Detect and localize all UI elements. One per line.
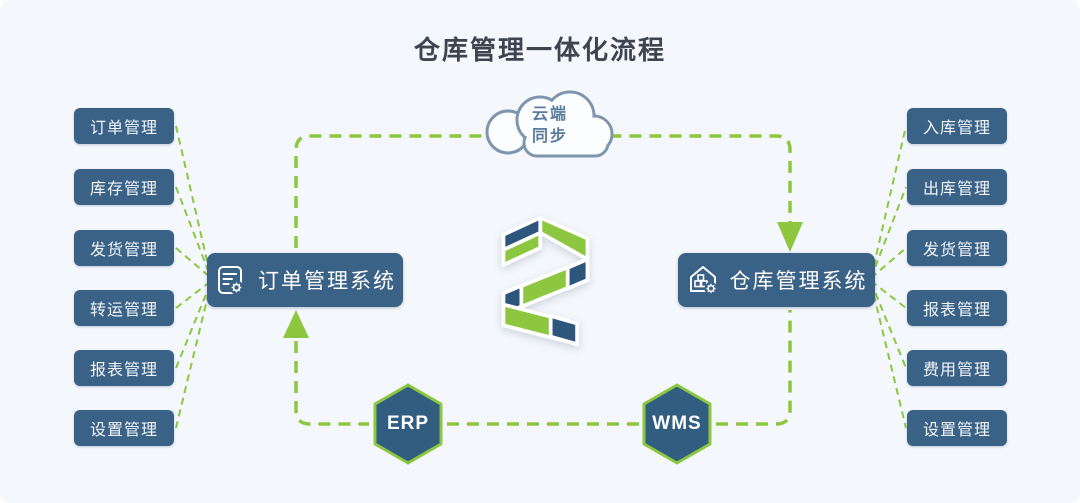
module-inventory-mgmt: 库存管理 xyxy=(74,169,174,205)
module-label: 费用管理 xyxy=(922,362,991,379)
hexagon-icon xyxy=(642,383,712,465)
document-gear-icon xyxy=(218,266,244,295)
cloud-label-line2: 同步 xyxy=(531,128,568,145)
warehouse-gear-icon xyxy=(689,266,717,295)
order-system-node: 订单管理系统 xyxy=(207,253,403,307)
module-label: 库存管理 xyxy=(89,181,158,198)
module-transfer-mgmt: 转运管理 xyxy=(74,290,174,326)
module-report-mgmt-left: 报表管理 xyxy=(74,350,174,386)
module-label: 设置管理 xyxy=(922,422,991,439)
warehouse-system-label: 仓库管理系统 xyxy=(729,270,868,293)
warehouse-system-node: 仓库管理系统 xyxy=(678,253,875,307)
hexagon-icon xyxy=(373,383,443,465)
module-inbound-mgmt: 入库管理 xyxy=(907,108,1007,144)
module-label: 订单管理 xyxy=(89,120,158,137)
module-settings-mgmt-left: 设置管理 xyxy=(74,410,174,446)
ribbon-s-logo-icon xyxy=(501,215,590,347)
wms-label: WMS xyxy=(652,413,702,434)
module-label: 发货管理 xyxy=(89,242,158,259)
flow-bottom-right-path xyxy=(716,310,792,426)
module-label: 报表管理 xyxy=(89,362,158,379)
module-expense-mgmt: 费用管理 xyxy=(907,350,1007,386)
page-title: 仓库管理一体化流程 xyxy=(413,35,666,65)
cloud-sync-label: 云端 同步 xyxy=(512,104,588,152)
order-system-label: 订单管理系统 xyxy=(258,270,396,293)
module-label: 设置管理 xyxy=(89,422,158,439)
module-label: 报表管理 xyxy=(922,302,991,319)
brand-logo xyxy=(489,212,601,348)
cloud-label-line1: 云端 xyxy=(531,106,568,123)
module-settings-mgmt-right: 设置管理 xyxy=(907,410,1007,446)
module-label: 转运管理 xyxy=(89,302,158,319)
module-shipping-mgmt-right: 发货管理 xyxy=(907,230,1007,266)
erp-label: ERP xyxy=(386,413,430,434)
cloud-icon xyxy=(485,90,614,158)
module-report-mgmt-right: 报表管理 xyxy=(907,290,1007,326)
arrow-up-icon xyxy=(283,310,309,338)
module-label: 入库管理 xyxy=(922,120,991,137)
wms-hexagon: WMS xyxy=(639,382,715,466)
module-order-mgmt: 订单管理 xyxy=(74,108,174,144)
module-outbound-mgmt: 出库管理 xyxy=(907,169,1007,205)
module-label: 出库管理 xyxy=(922,181,991,198)
module-label: 发货管理 xyxy=(922,242,991,259)
module-shipping-mgmt-left: 发货管理 xyxy=(74,230,174,266)
erp-hexagon: ERP xyxy=(370,382,446,466)
flow-top-path xyxy=(294,134,792,248)
flow-bottom-left-path xyxy=(294,341,369,426)
cloud-sync-node: 云端 同步 xyxy=(478,88,622,168)
arrow-down-icon xyxy=(777,222,803,252)
